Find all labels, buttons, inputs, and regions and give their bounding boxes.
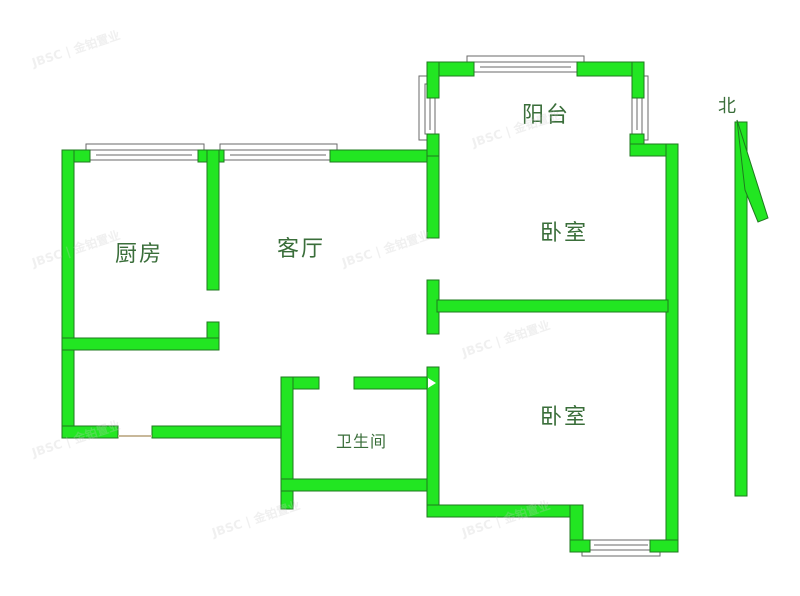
door-marker-icon <box>428 378 436 388</box>
north-label: 北 <box>718 96 736 117</box>
room-label-kitchen: 厨房 <box>115 242 164 267</box>
room-label-living-room: 客厅 <box>277 237 326 262</box>
room-label-balcony: 阳台 <box>522 103 571 128</box>
room-label-bathroom: 卫生间 <box>336 432 388 451</box>
room-label-bedroom-north: 卧室 <box>540 221 589 246</box>
walls <box>61 61 679 553</box>
north-arrow-icon <box>734 119 769 497</box>
room-label-bedroom-south: 卧室 <box>540 405 589 430</box>
